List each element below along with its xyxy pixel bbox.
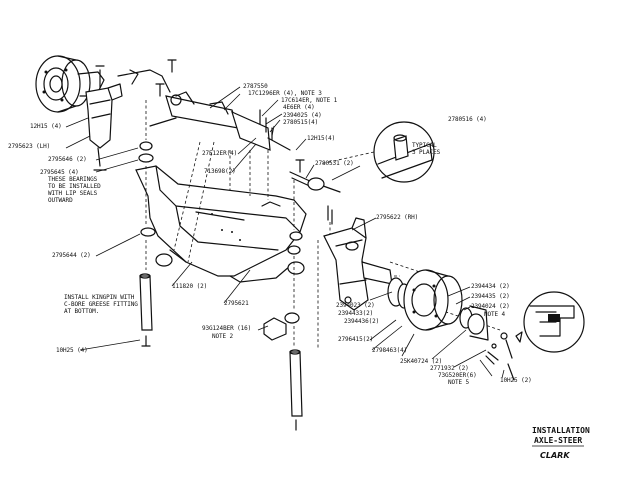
label-2780516: 2780516 (4) xyxy=(448,116,487,123)
label-17c614er: 17C614ER, NOTE 1 xyxy=(281,97,338,104)
label-2771932: 2771932 (2) xyxy=(430,365,469,372)
label-27e12er: 27E12ER(4) xyxy=(202,150,238,157)
label-93g124ber: 93G124BER (16) xyxy=(202,325,252,332)
leader-lines xyxy=(65,86,505,379)
label-kingpin-note-1: INSTALL KINGPIN WITH xyxy=(64,294,135,301)
label-2798463: 2798463(4) xyxy=(372,347,408,354)
label-note5: NOTE 5 xyxy=(448,379,470,386)
right-steering-knuckle xyxy=(323,205,393,311)
label-2787550: 2787550 xyxy=(243,83,268,90)
label-bearing-note-1: THESE BEARINGS xyxy=(48,176,98,183)
label-2795621: 2795621 xyxy=(224,300,249,307)
right-hub-fasteners xyxy=(263,317,515,381)
label-2795622: 2795622 (RH) xyxy=(376,214,419,221)
label-2394436: 2394436(2) xyxy=(344,318,380,325)
label-kingpin-note-3: AT BOTTOM. xyxy=(64,308,100,315)
label-2394025: 2394025 (4) xyxy=(283,112,322,119)
label-2394434: 2394434 (2) xyxy=(471,283,510,290)
assembly-guide-lines xyxy=(173,141,501,350)
label-12h15-left: 12H15 (4) xyxy=(30,123,62,130)
left-kingpin xyxy=(138,100,156,347)
label-4e6er: 4E6ER (4) xyxy=(283,104,315,111)
label-kingpin-note-2: C-BORE GREESE FITTING xyxy=(64,301,138,308)
label-2796415: 2796415(2) xyxy=(338,336,374,343)
title-installation: INSTALLATION xyxy=(532,426,590,435)
label-note4: NOTE 4 xyxy=(484,311,506,318)
steering-cylinder xyxy=(117,59,291,151)
detail-circle-top xyxy=(319,121,435,183)
label-bearing-note-3: WITH LIP SEALS xyxy=(48,190,98,197)
title-axle-steer: AXLE-STEER xyxy=(534,436,583,445)
label-typical-2: 3 PLACES xyxy=(412,149,441,156)
label-10h25-right: 10H25 (2) xyxy=(500,377,532,384)
label-17c1296er: 17C1296ER (4), NOTE 3 xyxy=(248,90,322,97)
label-2795644: 2795644 (2) xyxy=(52,252,91,259)
label-note2: NOTE 2 xyxy=(212,333,234,340)
detail-circle-bottom xyxy=(515,291,585,353)
label-2795645: 2795645 (4) xyxy=(40,169,79,176)
label-25k40724: 25K40724 (2) xyxy=(400,358,443,365)
label-2780515: 2780515(4) xyxy=(283,119,319,126)
label-12h15-right: 12H15(4) xyxy=(307,135,336,142)
label-2795646: 2795646 (2) xyxy=(48,156,87,163)
label-73g520er: 73G520ER(6) xyxy=(438,372,477,379)
label-111820: 111820 (2) xyxy=(172,283,208,290)
label-bearing-note-2: TO BE INSTALLED xyxy=(48,183,101,190)
label-713698: 713698(2) xyxy=(204,168,236,175)
label-2795623: 2795623 (LH) xyxy=(8,143,51,150)
label-2394023: 2394023 (2) xyxy=(336,302,375,309)
right-tie-rod xyxy=(289,159,341,193)
axle-beam xyxy=(135,165,307,283)
label-2394024: 2394024 (2) xyxy=(471,303,510,310)
label-2780531: 2780531 (2) xyxy=(315,160,354,167)
label-typical-1: TYPICAL xyxy=(412,142,437,149)
label-2394435: 2394435 (2) xyxy=(471,293,510,300)
label-10h25-left: 10H25 (4) xyxy=(56,347,88,354)
label-2394433: 2394433(2) xyxy=(338,310,374,317)
right-wheel-hub xyxy=(387,269,499,365)
center-kingpin xyxy=(284,180,303,431)
brand-logo: CLARK xyxy=(540,451,570,460)
label-bearing-note-4: OUTWARD xyxy=(48,197,73,204)
